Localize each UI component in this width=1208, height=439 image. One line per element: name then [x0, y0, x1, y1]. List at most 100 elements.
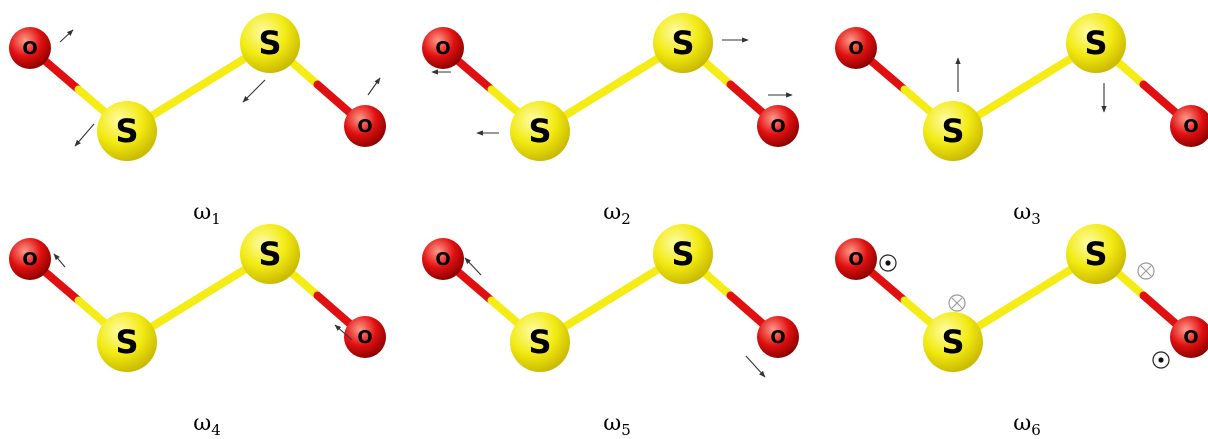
sulfur-atom-lower-label: S: [115, 323, 138, 361]
mode-caption-2: ω2: [603, 200, 631, 228]
oxygen-atom-left-label: O: [848, 38, 863, 59]
oxygen-atom-left-label: O: [435, 38, 450, 59]
sulfur-atom-lower-sphere: [923, 101, 983, 161]
displacement-arrow-2: [334, 324, 353, 341]
mode-caption-symbol: ω: [603, 411, 621, 436]
mode-caption-index: 2: [621, 210, 631, 228]
mode-caption-index: 5: [621, 421, 631, 439]
sulfur-atom-lower-sphere: [97, 101, 157, 161]
oxygen-atom-left-sphere: [422, 27, 464, 69]
sulfur-atom-lower-sphere: [97, 312, 157, 372]
oxygen-atom-right-label: O: [770, 327, 785, 348]
mode-caption-index: 4: [211, 421, 221, 439]
mode-caption-symbol: ω: [603, 200, 621, 225]
oxygen-atom-left-label: O: [22, 38, 37, 59]
sulfur-atom-lower: S: [97, 101, 157, 161]
out-of-plane-dot-icon: [879, 254, 897, 272]
displacement-arrow-1: [53, 253, 66, 268]
sulfur-atom-lower: S: [923, 101, 983, 161]
displacement-arrow-4: [367, 77, 381, 96]
sulfur-atom-upper: S: [653, 224, 713, 284]
oxygen-atom-left: O: [9, 238, 51, 280]
displacement-arrow-3: [242, 79, 266, 103]
mode-panel-4: O S S O: [9, 224, 386, 372]
mode-panel-5: O S S O: [422, 224, 799, 378]
oxygen-atom-left: O: [9, 27, 51, 69]
oxygen-atom-right: O: [344, 316, 386, 358]
mode-caption-index: 6: [1031, 421, 1041, 439]
sulfur-atom-upper-label: S: [1084, 235, 1107, 273]
oxygen-atom-left-sphere: [835, 27, 877, 69]
sulfur-atom-lower: S: [510, 101, 570, 161]
sulfur-atom-upper-label: S: [258, 235, 281, 273]
oxygen-atom-right: O: [344, 105, 386, 147]
sulfur-atom-upper-sphere: [1066, 224, 1126, 284]
mode-caption-4: ω4: [193, 411, 221, 439]
oxygen-atom-right-label: O: [1183, 116, 1198, 137]
mode-caption-6: ω6: [1013, 411, 1041, 439]
displacement-arrow-2: [74, 123, 95, 147]
sulfur-atom-upper-label: S: [1084, 24, 1107, 62]
oxygen-atom-left-label: O: [435, 249, 450, 270]
oxygen-atom-right-sphere: [344, 316, 386, 358]
into-plane-cross-icon: [948, 294, 966, 312]
oxygen-atom-right-sphere: [757, 316, 799, 358]
oxygen-atom-right-label: O: [770, 116, 785, 137]
sulfur-atom-upper-label: S: [258, 24, 281, 62]
displacement-arrow-1: [464, 257, 482, 276]
sulfur-atom-lower-label: S: [528, 112, 551, 150]
oxygen-atom-right: O: [757, 105, 799, 147]
sulfur-atom-upper-sphere: [1066, 13, 1126, 73]
oxygen-atom-left-sphere: [9, 27, 51, 69]
into-plane-cross-icon: [1137, 262, 1155, 280]
displacement-arrow-1: [59, 29, 74, 43]
sulfur-atom-upper-sphere: [653, 13, 713, 73]
sulfur-atom-lower: S: [97, 312, 157, 372]
oxygen-atom-left-sphere: [422, 238, 464, 280]
mode-caption-symbol: ω: [1013, 411, 1031, 436]
oxygen-atom-right: O: [1170, 316, 1208, 358]
mode-caption-symbol: ω: [1013, 200, 1031, 225]
oxygen-atom-right-sphere: [757, 105, 799, 147]
mode-panel-3: O S S O: [835, 13, 1208, 161]
mode-caption-index: 1: [211, 210, 221, 228]
oxygen-atom-right-sphere: [344, 105, 386, 147]
sulfur-atom-upper: S: [1066, 13, 1126, 73]
oxygen-atom-left-label: O: [848, 249, 863, 270]
oxygen-atom-right-label: O: [357, 327, 372, 348]
oxygen-atom-right-sphere: [1170, 316, 1208, 358]
sulfur-atom-upper-sphere: [653, 224, 713, 284]
oxygen-atom-right: O: [757, 316, 799, 358]
sulfur-atom-upper: S: [653, 13, 713, 73]
mode-panel-2: O S S O: [422, 13, 799, 161]
sulfur-atom-upper-label: S: [671, 235, 694, 273]
sulfur-atom-lower-sphere: [510, 312, 570, 372]
oxygen-atom-left: O: [835, 27, 877, 69]
oxygen-atom-left-label: O: [22, 249, 37, 270]
mode-caption-3: ω3: [1013, 200, 1041, 228]
sulfur-atom-upper-label: S: [671, 24, 694, 62]
sulfur-atom-upper: S: [1066, 224, 1126, 284]
mode-caption-symbol: ω: [193, 200, 211, 225]
oxygen-atom-right-sphere: [1170, 105, 1208, 147]
mode-caption-5: ω5: [603, 411, 631, 439]
mode-caption-1: ω1: [193, 200, 221, 228]
oxygen-atom-right: O: [1170, 105, 1208, 147]
out-of-plane-dot-icon: [1152, 351, 1170, 369]
sulfur-atom-lower-label: S: [115, 112, 138, 150]
sulfur-atom-upper-sphere: [240, 224, 300, 284]
oxygen-atom-left: O: [422, 27, 464, 69]
sulfur-atom-upper-sphere: [240, 13, 300, 73]
sulfur-atom-upper: S: [240, 13, 300, 73]
oxygen-atom-left-sphere: [9, 238, 51, 280]
oxygen-atom-left: O: [835, 238, 877, 280]
sulfur-atom-lower-label: S: [941, 112, 964, 150]
displacement-arrow-2: [745, 355, 766, 378]
oxygen-atom-right-label: O: [1183, 327, 1198, 348]
sulfur-atom-lower-sphere: [923, 312, 983, 372]
sulfur-atom-lower-label: S: [528, 323, 551, 361]
mode-caption-symbol: ω: [193, 411, 211, 436]
